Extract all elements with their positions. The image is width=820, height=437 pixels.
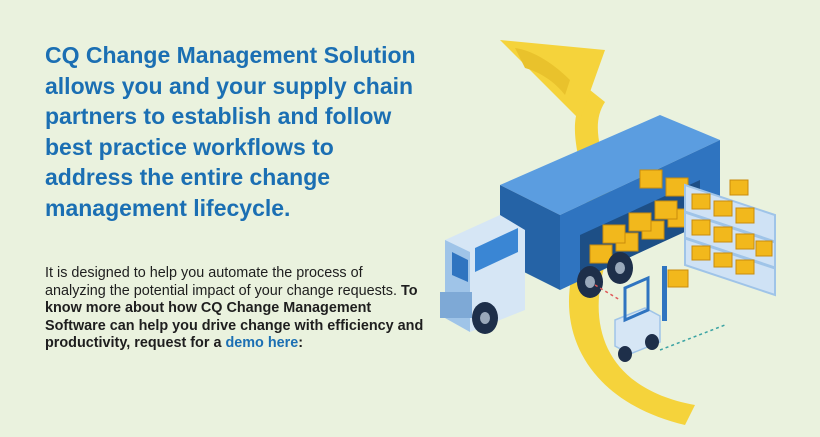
description-colon: : <box>298 335 304 352</box>
forklift-icon <box>614 266 689 362</box>
description-cta: To know more about how CQ Change Managem… <box>45 282 424 352</box>
headline: CQ Change Management Solution allows you… <box>45 42 416 221</box>
warehouse-shelf-icon <box>684 179 776 297</box>
description-intro: It is designed to help you automate the … <box>45 265 397 299</box>
supply-chain-illustration <box>440 40 776 425</box>
dashed-arrow-icon <box>594 284 621 301</box>
truck-icon <box>440 115 720 334</box>
demo-link[interactable]: demo here <box>225 335 299 352</box>
description: It is designed to help you automate the … <box>45 265 425 353</box>
dashed-arrow-icon <box>659 324 726 351</box>
